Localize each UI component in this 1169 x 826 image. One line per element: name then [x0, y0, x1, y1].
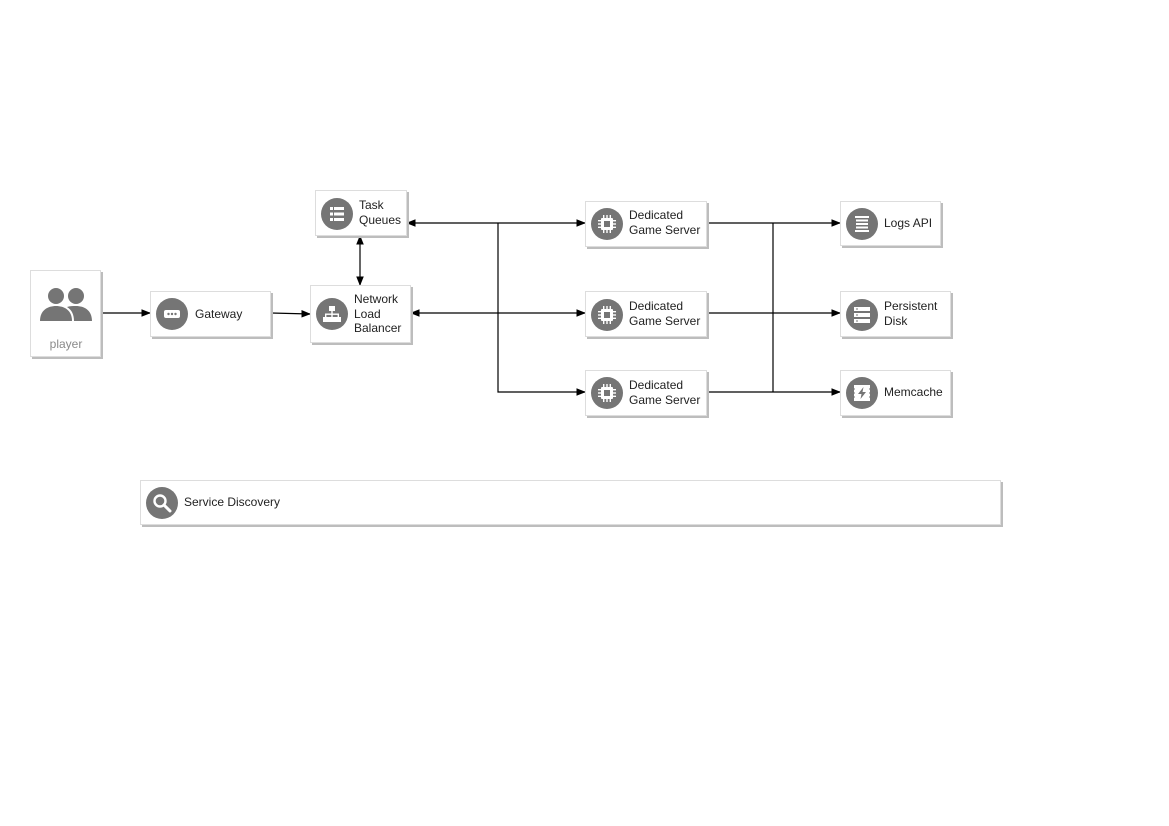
network-icon	[316, 298, 348, 330]
game-server-2-label: Dedicated Game Server	[629, 299, 701, 328]
list-icon	[321, 198, 353, 230]
task-queues-label: Task Queues	[359, 198, 402, 227]
memcache-label: Memcache	[884, 385, 943, 399]
game-server-3-label: Dedicated Game Server	[629, 378, 701, 407]
game-server-3-node[interactable]: Dedicated Game Server	[585, 370, 707, 416]
lightning-icon	[846, 377, 878, 409]
load-balancer-node[interactable]: Network Load Balancer	[310, 285, 411, 343]
service-discovery-label: Service Discovery	[184, 495, 281, 509]
load-balancer-label: Network Load Balancer	[354, 292, 402, 335]
logs-api-node[interactable]: Logs API	[840, 201, 941, 246]
player-label: player	[49, 337, 83, 351]
player-node[interactable]: player	[30, 270, 101, 357]
gateway-icon	[156, 298, 188, 330]
persistent-disk-label: Persistent Disk	[884, 299, 938, 328]
search-icon	[146, 487, 178, 519]
game-server-1-label: Dedicated Game Server	[629, 208, 701, 237]
logs-api-label: Logs API	[884, 216, 933, 230]
cpu-chip-icon	[591, 208, 623, 240]
users-icon	[40, 288, 92, 321]
service-discovery-node[interactable]: Service Discovery	[140, 480, 1001, 525]
cpu-chip-icon	[591, 377, 623, 409]
gateway-label: Gateway	[195, 307, 243, 321]
stacked-lines-icon	[846, 208, 878, 240]
edge-gateway-lb	[270, 309, 311, 318]
memcache-node[interactable]: Memcache	[840, 370, 951, 416]
persistent-disk-node[interactable]: Persistent Disk	[840, 291, 951, 337]
disk-stack-icon	[846, 299, 878, 331]
gateway-node[interactable]: Gateway	[150, 291, 271, 337]
task-queues-node[interactable]: Task Queues	[315, 190, 407, 236]
edge-bus-gs3	[497, 223, 586, 396]
cpu-chip-icon	[591, 299, 623, 331]
game-server-1-node[interactable]: Dedicated Game Server	[585, 201, 707, 247]
game-server-2-node[interactable]: Dedicated Game Server	[585, 291, 707, 337]
